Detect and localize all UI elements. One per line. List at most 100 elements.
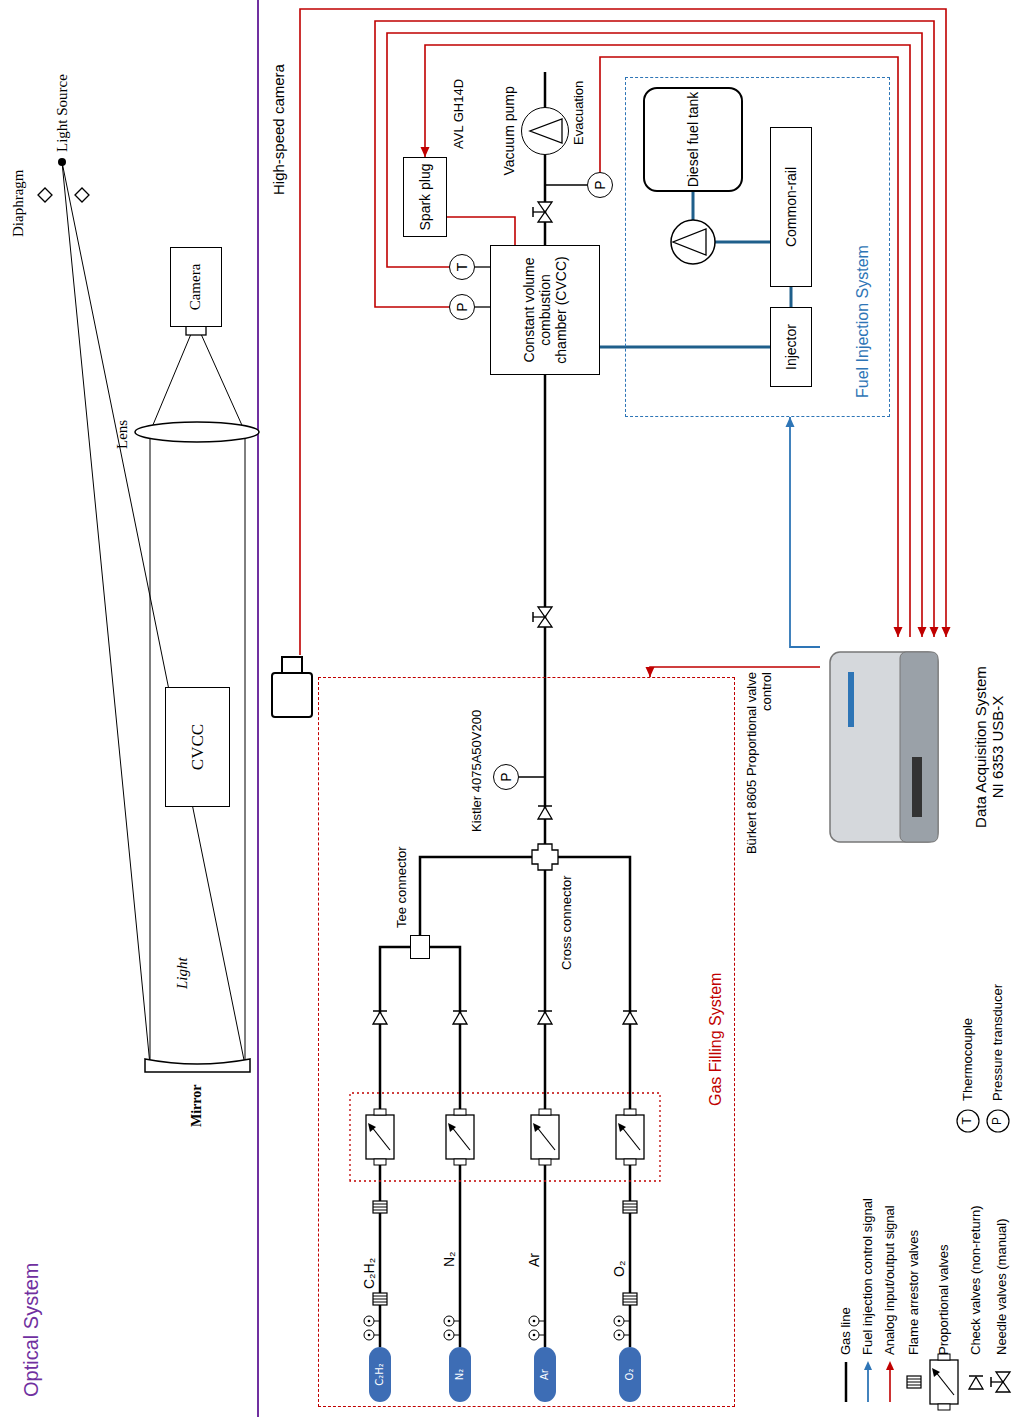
sensor-model: Kistler 4075A50V200: [470, 710, 485, 832]
optical-beams: [245, 432, 246, 1065]
node-text: T: [454, 263, 470, 272]
gas-line-parts: [444, 1330, 460, 1340]
node-text: Camera: [187, 264, 204, 311]
arrow-head: [786, 417, 795, 427]
gas-line-parts: [538, 1011, 552, 1024]
camera-lens: [186, 326, 206, 335]
connector: [447, 217, 515, 245]
connector: [421, 45, 911, 637]
legend-samples: [845, 1362, 848, 1402]
connector: [375, 21, 939, 637]
vacuum-line-parts: [544, 72, 547, 107]
legend-text: Needle valves (manual): [995, 1218, 1010, 1355]
legend-text: Analog input/output signal: [883, 1205, 898, 1355]
vacuum-line-parts: [530, 119, 562, 143]
gas-line-parts: [529, 1316, 545, 1326]
connector-line: [558, 857, 630, 1347]
fuel-pump-symbol: [673, 229, 706, 255]
arrow-head: [942, 627, 951, 637]
gas-line-parts: [350, 607, 660, 1340]
gas-line-parts: [538, 806, 552, 819]
gas-line-parts: [446, 1109, 474, 1165]
edge-label: C₂H₂: [361, 1258, 377, 1289]
gas-line-parts: [519, 776, 545, 778]
daq-device: [830, 652, 938, 842]
daq-device: [848, 672, 854, 727]
edge-label: N₂: [441, 1251, 457, 1267]
legend-text: Fuel injection control signal: [861, 1198, 876, 1355]
connector: [420, 857, 532, 935]
connector-line: [447, 217, 515, 245]
vacuum-line-parts: [533, 202, 552, 222]
gas-line-parts: [616, 1109, 644, 1165]
part-label: Light: [174, 957, 191, 989]
section-divider: [258, 0, 259, 1417]
legend-text: Flame arrestor valves: [907, 1230, 922, 1355]
gas-cylinder: Ar: [534, 1347, 556, 1402]
mirror-shape: [145, 1059, 250, 1072]
part-label: Evacuation: [572, 81, 587, 145]
connector-line: [475, 306, 490, 307]
daq-device: [912, 757, 922, 817]
legend-samples: [907, 1376, 921, 1388]
edge-label: Bürkert 8605 Proportional valve control: [745, 672, 775, 857]
legend-samples: [864, 1361, 872, 1370]
node-text: C₂H₂: [374, 1363, 386, 1386]
connector: [545, 155, 546, 245]
node-text: Tee connector: [395, 846, 410, 928]
node-text: Cross connector: [560, 875, 575, 970]
gas-line-parts: [614, 1330, 630, 1340]
node-text: Spark plug: [417, 164, 433, 231]
gas-line-parts: [531, 1109, 559, 1165]
node-text: NI 6353 USB-X: [989, 696, 1006, 799]
arrow-head: [646, 667, 655, 677]
gas-line-parts: [373, 1201, 387, 1213]
node-text: N₂: [454, 1369, 466, 1381]
gas-line-parts: [614, 1316, 630, 1326]
fuel-pump-symbol: [671, 220, 715, 264]
tee-connector: Tee connector: [410, 935, 430, 959]
node-text: High-speed camera: [270, 64, 287, 195]
arrow-head: [930, 627, 939, 637]
legend-samples: [886, 1361, 894, 1370]
gas-line-parts: [364, 1316, 380, 1326]
optical-beams: [150, 432, 151, 1065]
node-text: Data Acquisition System: [972, 666, 989, 828]
node-text: P: [454, 302, 470, 311]
connector: [786, 417, 821, 647]
lens-shape: [135, 422, 259, 442]
rail-box: Common-rail: [770, 127, 812, 287]
daq-device: [900, 652, 938, 842]
connector-line: [375, 21, 934, 637]
symbol-letter: P: [991, 1117, 1005, 1125]
connector-line: [650, 667, 820, 677]
arrow-head: [894, 627, 903, 637]
gas-line-parts: [373, 1293, 387, 1305]
legend-text: Thermocouple: [961, 1018, 976, 1101]
node-text: P: [498, 772, 514, 781]
system-group: Fuel Injection SystemDiesel fuel tankCom…: [625, 77, 890, 417]
gas-line-parts: [453, 1011, 467, 1024]
gas-cylinder: N₂: [449, 1347, 471, 1402]
connector-line: [600, 57, 898, 637]
gas-cylinder: O₂: [619, 1347, 641, 1402]
camera-lens: [186, 326, 206, 335]
connector-line: [300, 9, 946, 655]
gas-line-parts: [350, 1093, 660, 1181]
part-label: Lens: [114, 420, 131, 449]
legend-samples: [930, 1354, 958, 1410]
daq-device: [830, 652, 938, 842]
gas-line-parts: [366, 1109, 394, 1165]
chamber-box: Constant volume combustion chamber (CVCC…: [490, 245, 600, 375]
legend-samples: [846, 1110, 1010, 1410]
mirror-shape: [145, 1059, 250, 1072]
high-speed-camera-icon: [272, 657, 312, 717]
fuel-pump-symbol: [671, 220, 715, 264]
node-text: CVCC: [188, 724, 208, 770]
node-text: Diesel fuel tank: [685, 92, 701, 188]
part-label: Mirror: [189, 1085, 205, 1128]
light-source: [58, 158, 66, 166]
cross-connector-shape: [532, 844, 558, 870]
legend-samples: [987, 1110, 1009, 1132]
